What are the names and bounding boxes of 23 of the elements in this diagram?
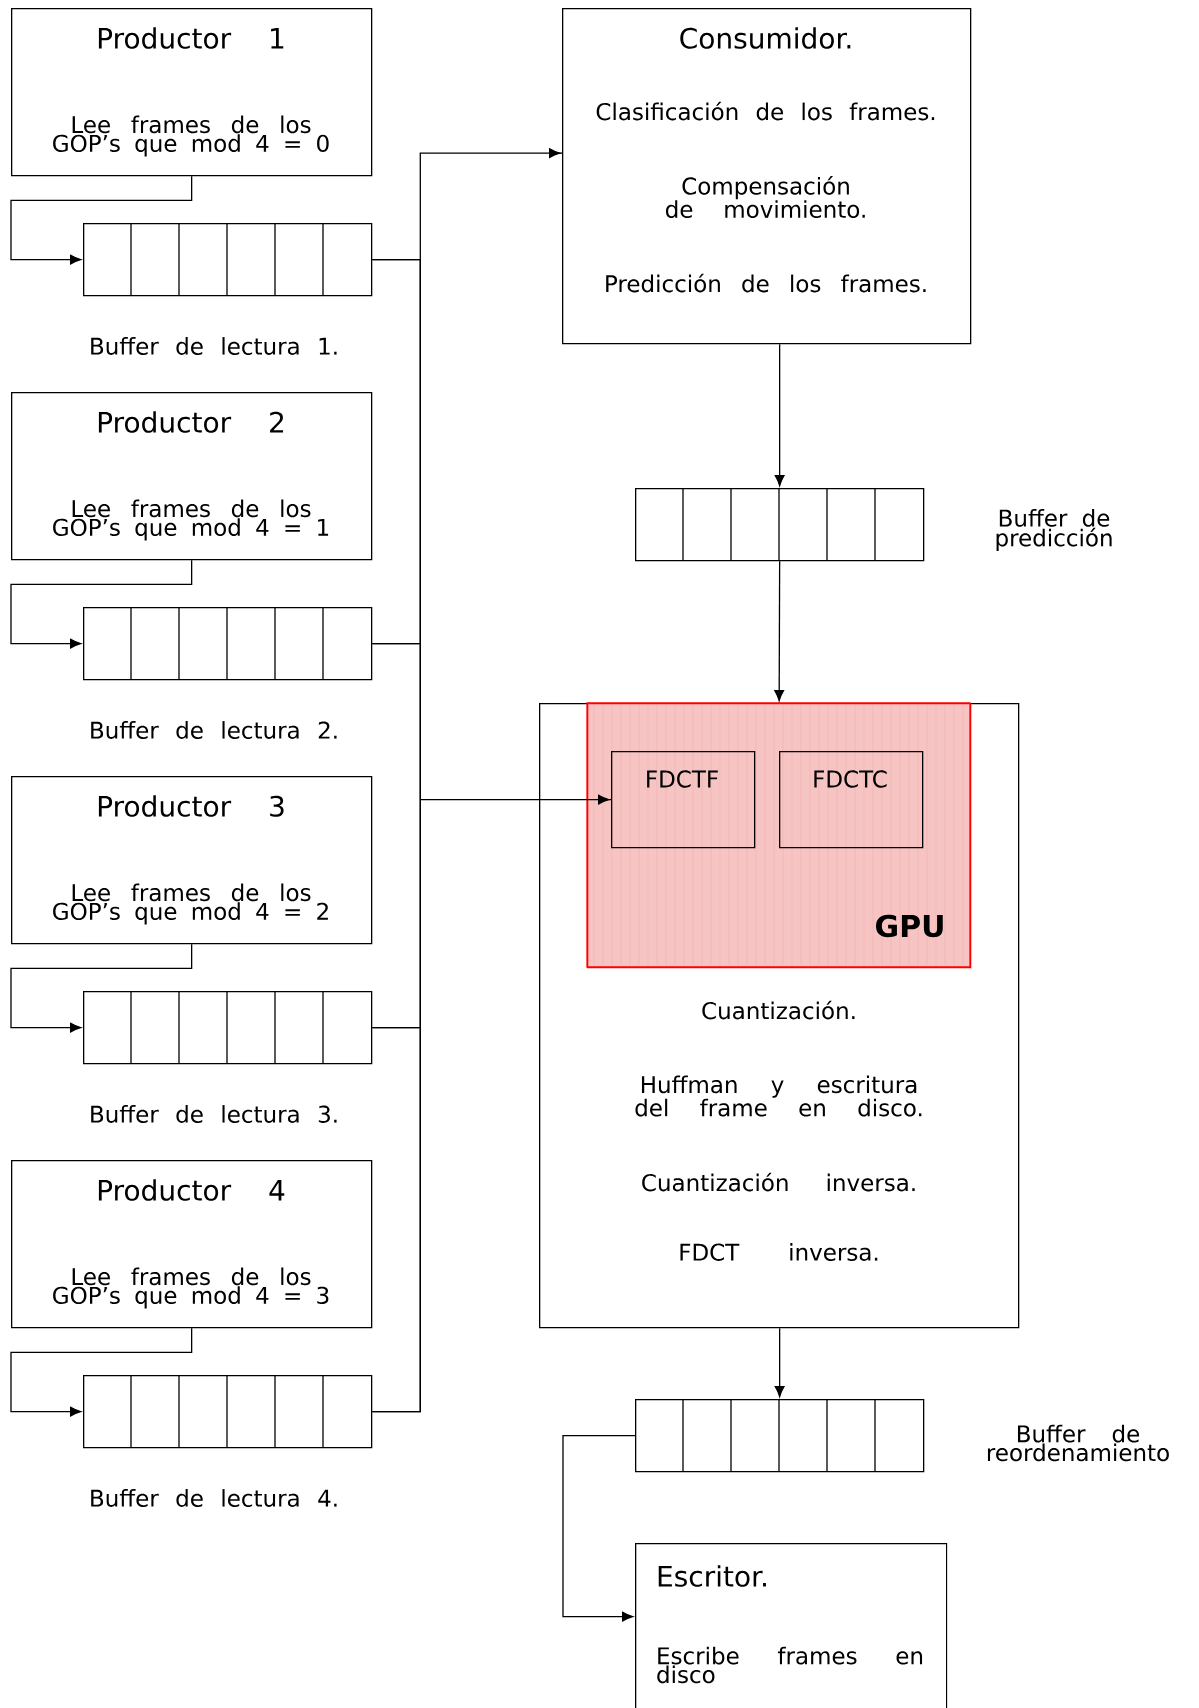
arrow bbox=[774, 1327, 785, 1398]
arrow bbox=[10, 1327, 193, 1417]
process-box: Productor 4 Lee frames de los GOP’s que mod 4 = 3 bbox=[11, 1160, 373, 1329]
process-box: Productor 1 Lee frames de los GOP’s que mod 4 = 0 bbox=[11, 8, 373, 177]
arrow bbox=[774, 343, 785, 487]
buffer-label: Buffer de lectura 1. bbox=[91, 337, 337, 355]
arrow bbox=[10, 559, 193, 649]
process-box: Productor 2 Lee frames de los GOP’s que mod 4 = 1 bbox=[11, 392, 373, 561]
arrow bbox=[562, 1435, 636, 1622]
process-box: FDCTC bbox=[779, 751, 924, 849]
arrow bbox=[10, 943, 193, 1033]
process-box: Escritor. Escribe frames en disco bbox=[635, 1543, 948, 1708]
process-box: Productor 3 Lee frames de los GOP’s que mod 4 = 2 bbox=[11, 776, 373, 945]
buffer-label: Buffer de lectura 4. bbox=[91, 1489, 337, 1507]
buffer-label: Buffer de lectura 2. bbox=[91, 721, 337, 739]
process-box: Consumidor. Clasificación de los frames. Compensación de movimiento. Predicción de los frames. bbox=[562, 8, 972, 345]
buffer-label: Buffer de lectura 3. bbox=[91, 1105, 337, 1123]
arrow bbox=[774, 560, 785, 702]
arrow bbox=[371, 259, 612, 1413]
buffer-label: Buffer de predicción bbox=[996, 509, 1112, 551]
arrow bbox=[10, 175, 193, 265]
process-box: FDCTF bbox=[611, 751, 756, 849]
buffer-label: Buffer de reordenamiento bbox=[987, 1424, 1169, 1462]
